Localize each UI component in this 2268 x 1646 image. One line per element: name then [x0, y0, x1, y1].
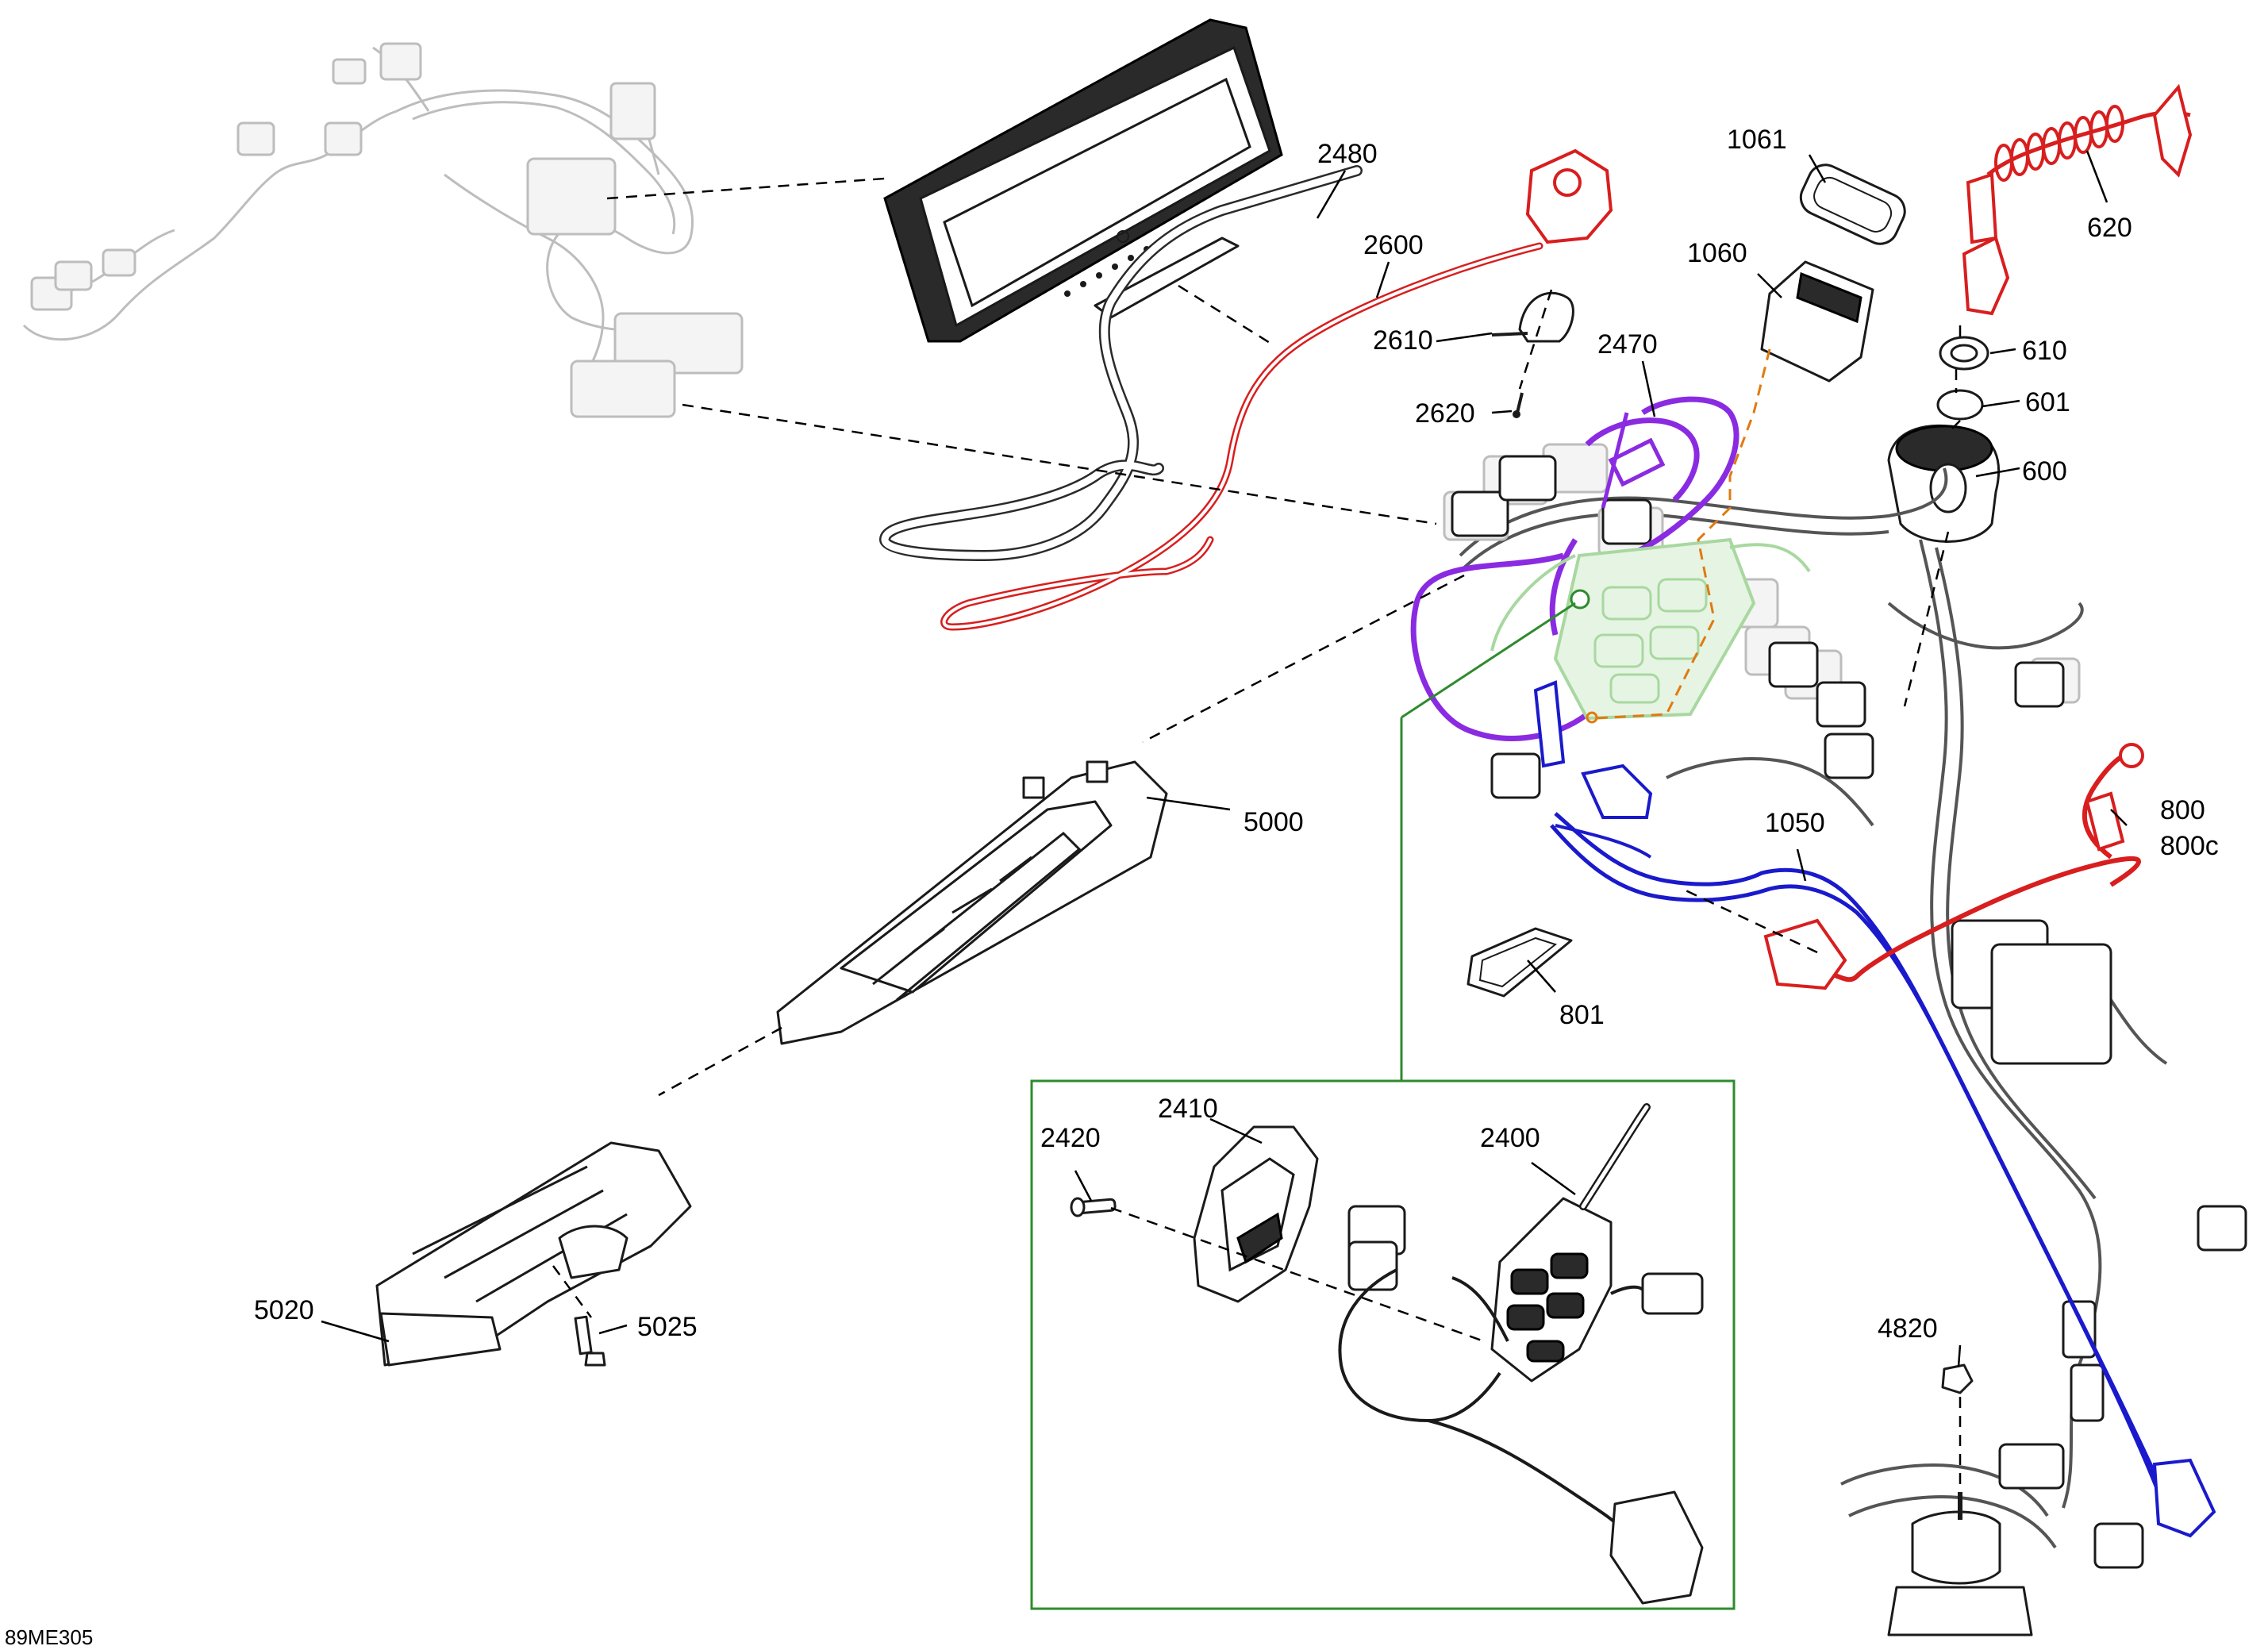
nut-610	[1939, 336, 1989, 371]
callout-1061: 1061	[1727, 125, 1787, 155]
green-switch-assembly	[1490, 537, 1811, 721]
callout-5000: 5000	[1244, 807, 1304, 837]
callout-5020: 5020	[254, 1295, 314, 1325]
housing-5000	[776, 760, 1168, 1045]
callout-1050: 1050	[1765, 808, 1825, 838]
callout-601: 601	[2025, 387, 2070, 417]
screw-2620	[1513, 392, 1524, 418]
ghost-harness-top-left	[22, 42, 744, 418]
washer-601	[1936, 389, 1984, 421]
callout-2410: 2410	[1158, 1094, 1218, 1124]
callout-800: 800	[2160, 795, 2205, 825]
callout-800c: 800c	[2160, 831, 2219, 861]
bracket-5020	[375, 1141, 692, 1367]
harness-800	[1763, 743, 2144, 990]
wire-2470	[1410, 396, 1739, 741]
callout-5025: 5025	[637, 1312, 698, 1342]
nut-4820	[1941, 1363, 1974, 1394]
callout-610: 610	[2022, 336, 2067, 366]
diagram-code: 89ME305	[5, 1625, 93, 1646]
gasket-801	[1467, 927, 1573, 998]
leader-lines	[321, 150, 2128, 1367]
callout-2470: 2470	[1597, 329, 1658, 360]
switch-1061	[1799, 163, 1906, 245]
callout-1060: 1060	[1687, 238, 1747, 268]
wire-2600	[940, 148, 1613, 631]
ignition-switch-600	[1887, 424, 2001, 543]
clip-2610	[1491, 291, 1574, 343]
callout-600: 600	[2022, 456, 2067, 486]
inset-connector-d	[1401, 602, 1576, 719]
callout-2420: 2420	[1040, 1123, 1101, 1153]
callout-620: 620	[2087, 213, 2132, 243]
harness-1050	[1533, 680, 2216, 1538]
inset-screw-2420	[1070, 1197, 1117, 1217]
lanyard-620	[1962, 83, 2193, 316]
orange-leader	[1586, 348, 1771, 724]
callout-labels: 2480 2600 2610 2620 2470 1061 1060 620 6…	[5, 125, 2219, 1646]
inset-border	[1030, 1079, 1736, 1610]
inset-switch-2400	[1338, 1103, 1704, 1605]
instrument-cluster	[883, 18, 1283, 343]
callout-4820: 4820	[1878, 1313, 1938, 1344]
callout-801: 801	[1559, 1000, 1605, 1030]
callout-2610: 2610	[1373, 325, 1433, 356]
harness-2480	[878, 165, 1363, 562]
screw-5025	[574, 1315, 606, 1367]
main-harness	[1443, 443, 2247, 1636]
switch-1060	[1760, 260, 1874, 383]
callout-2480: 2480	[1317, 139, 1378, 169]
callout-2600: 2600	[1363, 230, 1424, 260]
assembly-dashed-lines	[552, 177, 1962, 1492]
callout-2400: 2400	[1480, 1123, 1540, 1153]
callout-2620: 2620	[1415, 398, 1475, 429]
inset-cover-2410	[1193, 1125, 1319, 1303]
